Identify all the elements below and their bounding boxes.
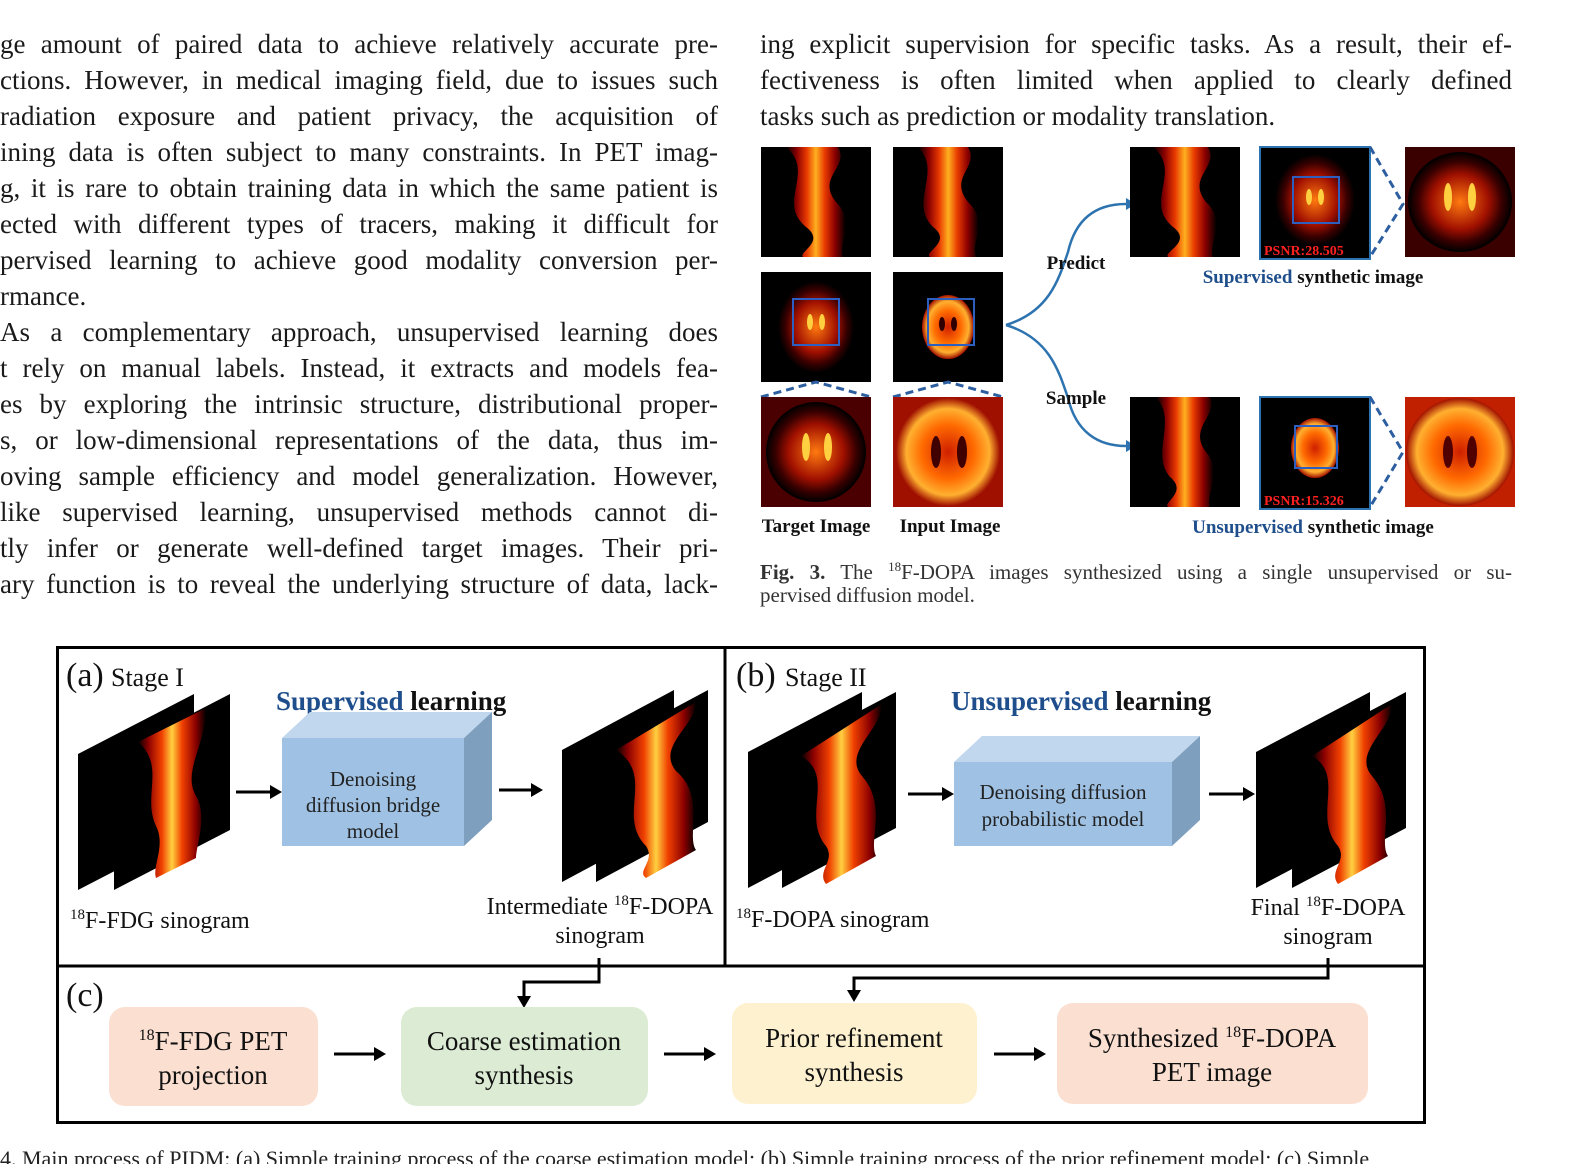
svg-text:Coarse estimation: Coarse estimation [427,1026,622,1056]
text-line: radiation exposure and patient privacy, … [0,101,718,131]
input-sinogram [893,147,1003,257]
dopa-sinogram-stack [748,692,896,888]
intermediate-sinogram-label: Intermediate 18F-DOPA [487,893,714,920]
svg-text:synthesis: synthesis [804,1057,903,1087]
caption-line: Fig. 3. The 18F-DOPA images synthesized … [760,559,1512,584]
predict-arrow [1005,202,1127,327]
fdg-projection-box: 18F-FDG PET projection [109,1007,318,1106]
svg-text:Denoising diffusion: Denoising diffusion [979,780,1147,804]
svg-text:18F-FDG PET: 18F-FDG PET [139,1026,288,1056]
svg-text:diffusion bridge: diffusion bridge [306,793,440,817]
svg-text:Denoising: Denoising [330,767,417,791]
final-sinogram-label: Final 18F-DOPA [1251,894,1406,921]
panel-b-letter: (b) [736,657,776,694]
panel-a-letter: (a) [66,657,104,694]
sample-label: Sample [1046,388,1106,409]
psnr-unsupervised: PSNR:15.326 [1264,494,1344,509]
text-line: oving sample efficiency and model genera… [0,461,718,491]
zoom-connector [1368,146,1405,258]
text-line: ing explicit supervision for specific ta… [760,29,1512,59]
input-brain-slice [893,272,1003,382]
text-line: ary function is to reveal the underlying… [0,569,718,599]
text-line: g, it is rare to obtain training data in… [0,173,718,203]
text-line: like supervised learning, unsupervised m… [0,497,718,527]
bridge-model-box: Denoising diffusion bridge model [282,712,492,846]
fdg-sinogram-stack [78,694,230,890]
panel-a-title: Supervised learning [276,686,507,716]
sample-arrow [1005,323,1127,448]
zoom-connector [892,380,1004,399]
svg-text:sinogram: sinogram [555,923,645,949]
zoom-connector [760,380,872,399]
unsupervised-sinogram [1130,397,1240,507]
connector-arrow [852,958,1330,992]
dopa-sinogram-label: 18F-DOPA sinogram [736,906,930,933]
text-line: es by exploring the intrinsic structure,… [0,389,718,419]
unsupervised-zoom [1405,397,1515,507]
target-zoom [761,397,871,507]
text-line: s, or low-dimensional representations of… [0,425,718,455]
supervised-brain-slice: PSNR:28.505 [1259,146,1371,260]
unsupervised-synthetic-label: Unsupervised synthetic image [1192,517,1434,538]
figure-4-caption-fragment: 4. Main process of PIDM: (a) Simple trai… [0,1146,1370,1164]
panel-b-title: Unsupervised learning [951,686,1212,716]
fdg-sinogram-label: 18F-FDG sinogram [70,907,250,934]
text-line: t rely on manual labels. Instead, it ext… [0,353,718,383]
text-line: As a complementary approach, unsupervise… [0,317,718,347]
right-column-text: ing explicit supervision for specific ta… [760,26,1512,134]
synthesized-dopa-box: Synthesized 18F-DOPA PET image [1057,1003,1368,1104]
coarse-estimation-box: Coarse estimation synthesis [401,1007,648,1106]
final-sinogram-stack [1256,692,1406,888]
panel-a-stage: Stage I [111,663,184,692]
svg-text:projection: projection [158,1060,268,1090]
zoom-connector [1368,396,1405,508]
figure-3-caption: Fig. 3. The 18F-DOPA images synthesized … [760,552,1512,610]
svg-text:PET image: PET image [1152,1057,1272,1087]
target-image-label: Target Image [762,516,871,537]
input-image-label: Input Image [900,516,1001,537]
figure-4: (a) Stage I Supervised learning 18F-FDG … [56,646,1426,1124]
text-line: tasks such as prediction or modality tra… [760,101,1276,131]
svg-text:probabilistic model: probabilistic model [982,807,1145,831]
panel-b-stage: Stage II [785,663,867,692]
target-sinogram [761,147,871,257]
text-line: ge amount of paired data to achieve rela… [0,29,718,59]
supervised-synthetic-label: Supervised synthetic image [1203,267,1424,288]
text-line: pervised learning to achieve good modali… [0,245,718,275]
caption-line: pervised diffusion model. [760,583,975,607]
text-line: tly infer or generate well-defined targe… [0,533,718,563]
input-zoom [893,397,1003,507]
svg-text:model: model [347,819,400,843]
predict-label: Predict [1047,253,1106,274]
intermediate-sinogram-stack [562,690,708,882]
text-line: ected with different types of tracers, m… [0,209,718,239]
panel-c-letter: (c) [66,977,104,1014]
target-brain-slice [761,272,871,382]
supervised-sinogram [1130,147,1240,257]
svg-text:synthesis: synthesis [474,1060,573,1090]
text-line: ining data is often subject to many cons… [0,137,718,167]
text-line: fectiveness is often limited when applie… [760,65,1512,95]
svg-text:Synthesized 18F-DOPA: Synthesized 18F-DOPA [1088,1023,1337,1053]
left-column-text: ge amount of paired data to achieve rela… [0,26,718,602]
supervised-zoom [1405,147,1515,257]
text-line: rmance. [0,281,87,311]
svg-text:Prior refinement: Prior refinement [765,1023,943,1053]
connector-arrow [522,958,601,998]
ddpm-model-box: Denoising diffusion probabilistic model [954,736,1200,846]
text-line: ctions. However, in medical imaging fiel… [0,65,718,95]
figure-3: Target Image Input Image Predict Sample … [760,146,1515,538]
svg-text:sinogram: sinogram [1283,924,1373,950]
psnr-supervised: PSNR:28.505 [1264,244,1344,259]
prior-refinement-box: Prior refinement synthesis [732,1003,977,1104]
unsupervised-brain-slice: PSNR:15.326 [1259,396,1371,510]
